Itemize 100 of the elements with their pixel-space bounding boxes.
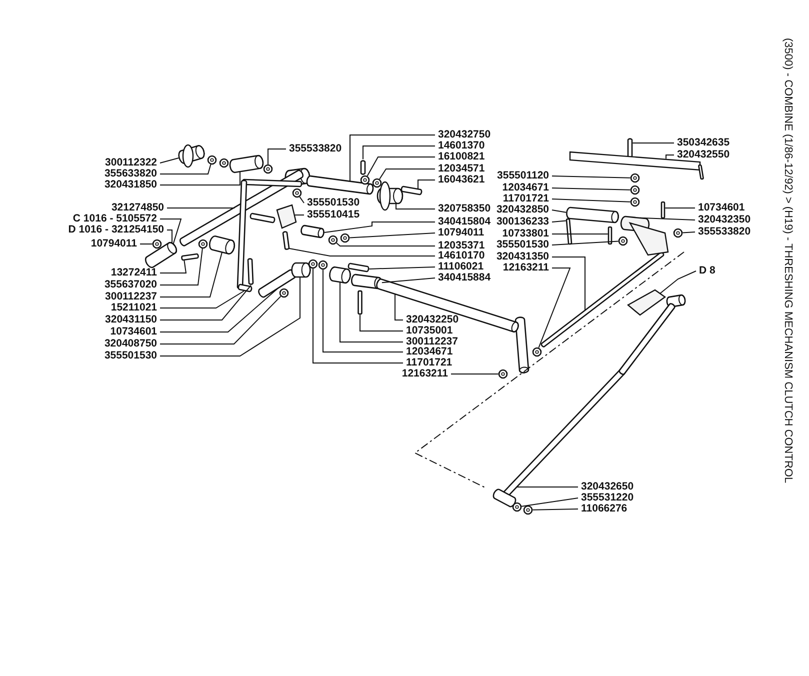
washer [198,239,208,249]
leader-line [552,256,586,312]
leader-line [538,268,571,348]
leader-line [299,196,304,204]
leader-line [160,218,182,244]
washer [318,260,328,270]
leader-line [350,134,436,182]
washer [630,173,640,183]
part-number: 10734601 [697,202,746,214]
part-number: 340415884 [437,272,492,284]
bolt [348,262,370,272]
part-number: D 1016 - 321254150 [67,224,165,236]
part-number: 320408750 [103,338,158,350]
leader-line [160,288,278,332]
part-number: 320431850 [103,180,158,190]
leader-line [294,214,304,216]
part-number: 350342635 [676,138,731,148]
leader-line [336,242,436,246]
leader-line [160,171,240,186]
leader-line [340,282,404,342]
lever-arm [258,269,296,298]
part-number: 300112322 [104,158,158,168]
leader-line [552,176,631,178]
leader-line [552,188,631,190]
part-number: 320432350 [697,214,752,226]
sleeve [229,154,264,174]
plate [626,289,666,316]
leader-line [552,210,567,213]
bolt [181,253,199,261]
leader-line [521,498,578,507]
leader-line [349,232,436,238]
leader-line [160,296,282,344]
pin [358,290,362,315]
leader-line [160,284,252,320]
part-number: 16100821 [437,152,486,162]
part-number: C 1016 - 5105572 [72,214,158,224]
leader-line [552,220,566,222]
leader-line [666,154,674,160]
leader-line [640,217,696,220]
part-number: 10734601 [109,326,158,338]
part-number: D 8 [698,266,716,276]
leader-line [418,180,436,190]
flange [376,181,404,211]
part-number: 12035371 [437,240,486,252]
washer [360,175,370,185]
part-number: 11066276 [580,504,628,514]
washer [673,228,683,238]
leader-line [160,252,222,298]
leader-line [160,164,212,174]
leader-line [552,198,631,202]
nut [523,505,533,515]
flange [329,266,351,284]
washer [630,185,640,195]
washer [618,236,628,246]
leader-line [394,294,404,320]
hub [291,262,311,278]
leader-line [368,266,436,270]
washer [207,155,217,165]
flange [178,144,205,168]
bracket [620,216,669,256]
part-number: 10794011 [437,228,486,238]
leader-line [268,148,286,165]
pin [360,160,366,175]
part-number: 355633820 [103,168,158,180]
part-number: 321274850 [110,202,165,214]
part-number: 320431350 [495,252,550,262]
washer [308,259,318,269]
part-number: 11701721 [502,194,550,204]
part-number: 10794011 [90,238,138,250]
leader-line [552,240,619,246]
leader-line [166,230,172,244]
part-number: 340415804 [437,216,492,228]
part-number: 355637020 [103,280,158,290]
leader-line [160,290,244,308]
part-number: 355501530 [306,198,361,208]
part-number: 355501120 [496,170,550,182]
part-number: 11106021 [437,262,485,272]
leader-line [660,270,696,294]
pin [660,201,666,219]
leader-line [160,248,203,286]
part-number: 320432850 [495,204,550,216]
washer [279,288,289,298]
leader-line [360,314,404,332]
part-number: 12163211 [400,368,449,380]
part-number: 355501530 [103,350,158,362]
leader-line [379,168,436,180]
part-number: 14601370 [437,140,486,152]
diagram-title: (3500) - COMBINE (1/86-12/92) > (H19) - THRESHING MECHANISM CLUTCH CONTROL [781,38,794,484]
washer [372,178,382,188]
leader-line [682,232,696,234]
part-number: 13272411 [110,268,158,278]
part-number: 355510415 [306,210,361,220]
nut [152,239,162,249]
part-number: 12163211 [502,262,550,274]
part-number: 300136233 [495,216,550,228]
leader-line [160,276,300,356]
part-number: 12034671 [501,182,550,194]
leader-line [396,203,436,210]
sleeve [300,224,324,238]
washer [512,502,522,512]
